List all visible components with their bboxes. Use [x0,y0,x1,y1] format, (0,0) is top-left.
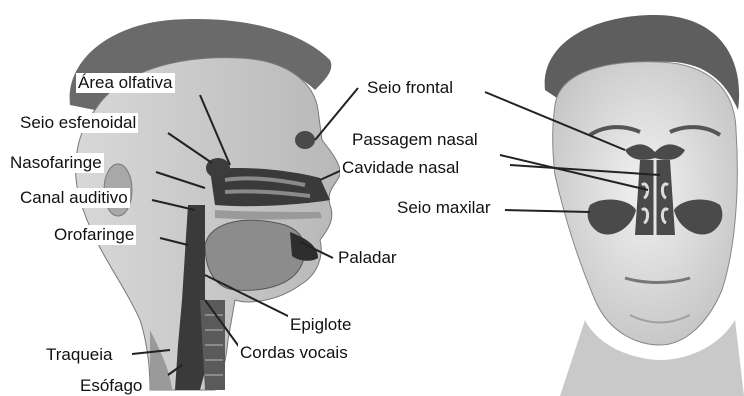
label-orofaringe: Orofaringe [52,225,136,245]
label-epiglote: Epiglote [288,315,353,335]
label-traqueia: Traqueia [44,345,114,365]
label-seio-maxilar: Seio maxilar [395,198,493,218]
label-paladar: Paladar [336,248,399,268]
label-cordas-vocais: Cordas vocais [238,343,350,363]
frontal-sinus [295,131,315,149]
label-esofago: Esófago [78,376,144,396]
label-passagem-nasal: Passagem nasal [350,130,480,150]
frontal-head [545,15,744,396]
label-cavidade-nasal: Cavidade nasal [340,158,461,178]
label-area-olfativa: Área olfativa [76,73,175,93]
label-seio-esfenoidal: Seio esfenoidal [18,113,138,133]
label-nasofaringe: Nasofaringe [8,153,104,173]
label-seio-frontal: Seio frontal [365,78,455,98]
label-canal-auditivo: Canal auditivo [18,188,130,208]
